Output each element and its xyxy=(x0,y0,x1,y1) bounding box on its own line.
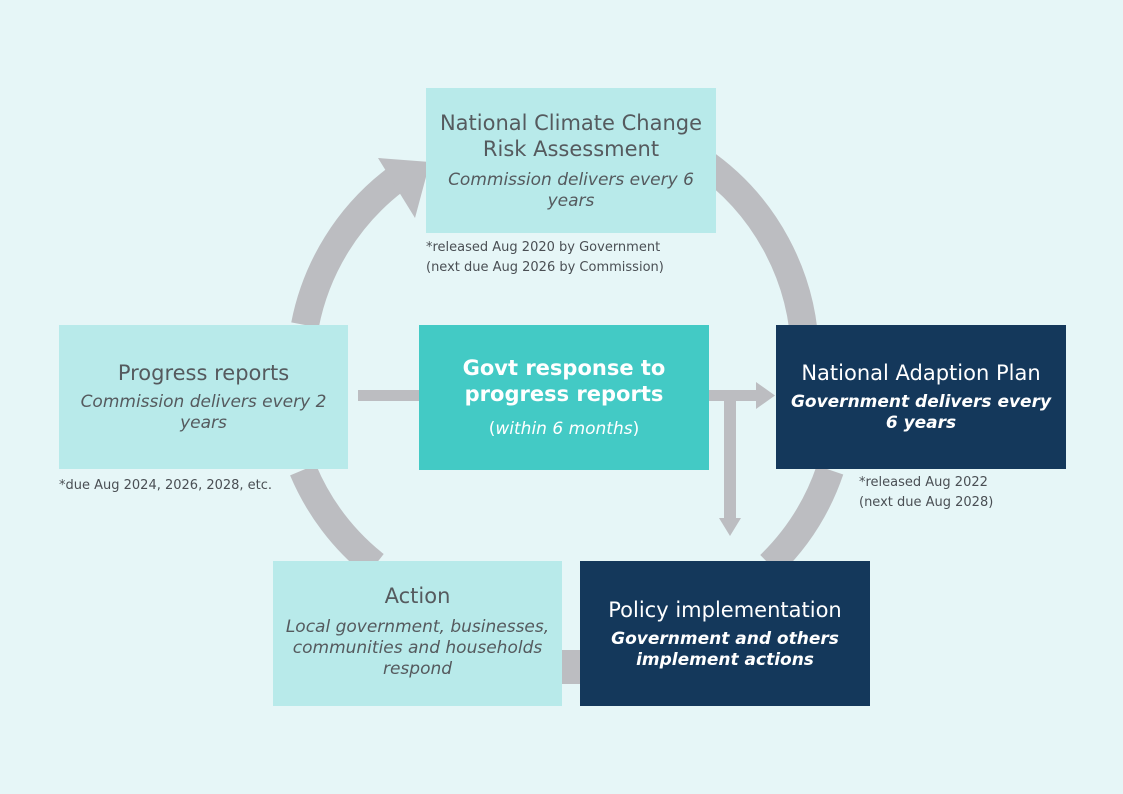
nccra-title: National Climate Change Risk Assessment xyxy=(439,110,703,161)
cycle-arc-lower-right xyxy=(760,465,844,576)
response-to-nap-line xyxy=(708,390,758,401)
response-to-nap-arrowhead xyxy=(756,382,775,409)
response-to-policy-line xyxy=(724,401,736,519)
nccra-subtitle: Commission delivers every 6 years xyxy=(448,169,694,211)
govt-response-timeframe: within 6 months xyxy=(495,419,633,439)
progress-to-response-connector xyxy=(358,390,420,401)
cycle-arc-left xyxy=(290,464,384,576)
govt-response-title: Govt response to progress reports xyxy=(462,356,666,406)
govt-response-box: Govt response to progress reports (withi… xyxy=(419,325,709,470)
govt-response-subtitle: (within 6 months) xyxy=(489,419,640,440)
progress-reports-note: *due Aug 2024, 2026, 2028, etc. xyxy=(59,478,273,493)
policy-box: Policy implementation Government and oth… xyxy=(580,561,870,706)
progress-reports-title: Progress reports xyxy=(117,361,290,385)
nap-subtitle: Government delivers every 6 years xyxy=(790,392,1052,433)
response-to-policy-arrowhead xyxy=(719,518,741,536)
action-subtitle: Local government, businesses, communitie… xyxy=(285,617,550,679)
action-box: Action Local government, businesses, com… xyxy=(273,561,562,706)
govt-response-paren-open: ( xyxy=(488,419,496,439)
nap-box: National Adaption Plan Government delive… xyxy=(776,325,1066,469)
progress-reports-subtitle: Commission delivers every 2 years xyxy=(80,392,327,433)
nccra-box: National Climate Change Risk Assessment … xyxy=(426,88,716,233)
cycle-arrowhead xyxy=(378,158,430,218)
action-title: Action xyxy=(384,584,451,608)
progress-reports-box: Progress reports Commission delivers eve… xyxy=(59,325,348,469)
nap-note: *released Aug 2022 (next due Aug 2028) xyxy=(859,475,994,510)
govt-response-paren-close: ) xyxy=(632,419,640,439)
nap-title: National Adaption Plan xyxy=(801,361,1041,385)
policy-title: Policy implementation xyxy=(608,597,842,622)
cycle-arc-upper-left xyxy=(291,168,404,328)
nccra-note: *released Aug 2020 by Government (next d… xyxy=(426,240,664,275)
policy-subtitle: Government and others implement actions xyxy=(611,628,839,670)
bottom-connector xyxy=(560,650,582,684)
